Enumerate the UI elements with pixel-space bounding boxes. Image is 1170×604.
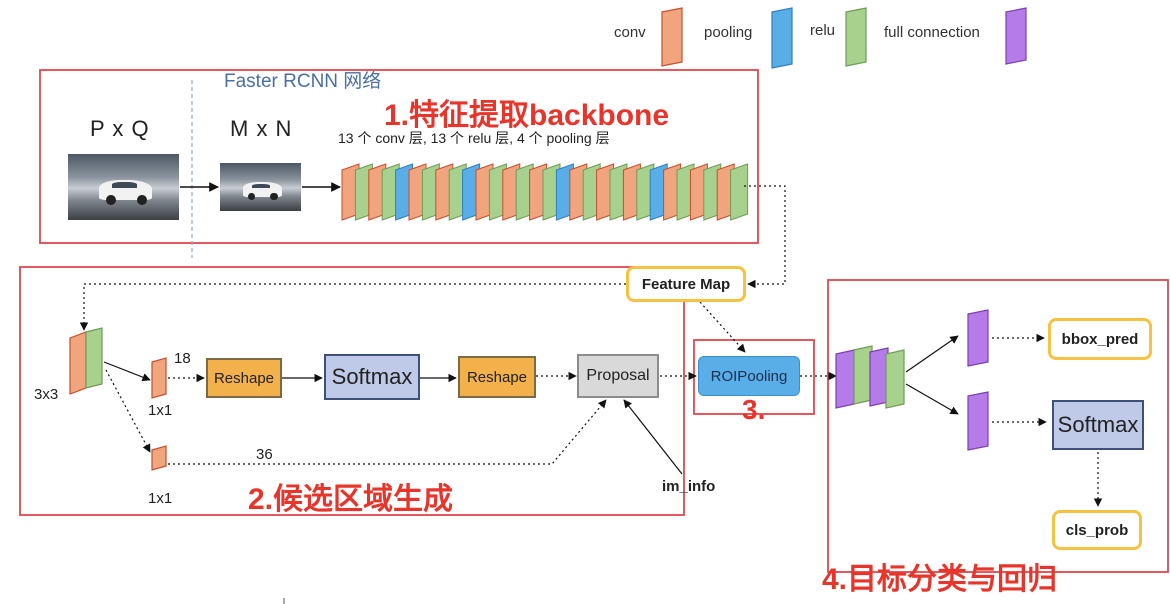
arrow-backbone-to-featuremap (744, 185, 786, 289)
reshape-box-2: Reshape (458, 356, 536, 398)
section2-title: 2.候选区域生成 (248, 483, 454, 516)
legend-fc-swatch (1005, 7, 1027, 65)
arrow-3x3-to-1x1-reg (105, 369, 151, 453)
cls-fc-block (967, 391, 989, 451)
kernel-1x1-bottom-label: 1x1 (148, 490, 173, 507)
head-fc1-block (835, 349, 855, 409)
backbone-layer-stack (341, 163, 749, 221)
section1-title: 1.特征提取backbone (384, 99, 670, 132)
arrow-reg-to-proposal (168, 399, 607, 465)
reshape-box-1: Reshape (206, 358, 282, 398)
rpn-relu-block (85, 327, 103, 389)
feature-map-box: Feature Map (626, 266, 746, 302)
input-dim-label: P x Q (90, 116, 150, 141)
channels-18-label: 18 (174, 350, 191, 367)
legend-pooling-swatch (771, 7, 793, 69)
head-relu1-block (853, 345, 873, 405)
legend-fc-label: full connection (884, 24, 980, 41)
legend-relu-swatch (845, 7, 867, 67)
legend-relu-label: relu (810, 22, 836, 39)
arrow-featuremap-to-rpn (79, 283, 626, 331)
section2-box (19, 266, 685, 516)
head-softmax-box: Softmax (1052, 400, 1144, 450)
rpn-softmax-box: Softmax (324, 354, 420, 400)
section4-box (827, 279, 1169, 573)
roi-pooling-box: ROIPooling (698, 356, 800, 396)
network-title: Faster RCNN 网络 (224, 71, 382, 92)
arrow-3x3-to-1x1-cls (103, 361, 151, 382)
arrow-featuremap-to-roi (699, 301, 746, 353)
resized-dim-label: M x N (230, 116, 293, 141)
section1-box (39, 69, 759, 244)
rpn-conv3x3-block (69, 331, 87, 395)
bbox-fc-block (967, 309, 989, 367)
legend-conv-label: conv (614, 24, 646, 41)
legend-pooling-label: pooling (704, 24, 753, 41)
section4-title: 4.目标分类与回归 (822, 563, 1058, 596)
channels-36-label: 36 (256, 446, 273, 463)
section3-title: 3. (742, 394, 766, 425)
head-fc2-block (869, 347, 889, 407)
rpn-conv1x1-cls-block (151, 357, 167, 399)
im-info-label: im_info (662, 478, 716, 495)
rpn-conv1x1-reg-block (151, 445, 167, 471)
input-image (68, 154, 179, 220)
proposal-box: Proposal (577, 354, 659, 398)
kernel-1x1-top-label: 1x1 (148, 402, 173, 419)
bbox-pred-box: bbox_pred (1048, 318, 1152, 360)
legend-conv-swatch (661, 7, 683, 67)
resized-image (220, 163, 301, 211)
arrow-iminfo-to-proposal (623, 399, 683, 475)
layers-desc: 13 个 conv 层, 13 个 relu 层, 4 个 pooling 层 (338, 130, 610, 146)
head-relu2-block (885, 349, 905, 409)
kernel-3x3-label: 3x3 (34, 386, 59, 403)
arrow-fc-to-cls-branch (905, 383, 959, 415)
cls-prob-box: cls_prob (1052, 510, 1142, 550)
backbone-relu-layer (730, 163, 749, 221)
arrow-fc-to-bbox-branch (905, 335, 959, 373)
